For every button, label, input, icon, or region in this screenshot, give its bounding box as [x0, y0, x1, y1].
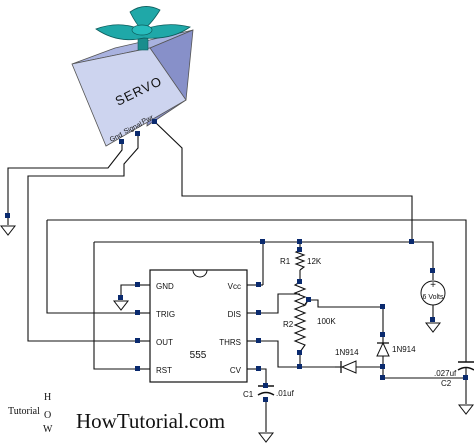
- capacitor-c1: C1 .01uf: [243, 385, 295, 399]
- c2-ref: C2: [441, 379, 452, 388]
- ground-icon: [257, 432, 275, 443]
- ic-555: GND TRIG OUT RST Vcc DIS THRS CV 555: [138, 269, 258, 383]
- battery-plus: +: [430, 280, 436, 291]
- ic-pin-dis: DIS: [228, 310, 241, 319]
- r2-ref: R2: [283, 320, 294, 329]
- logo-tutorial-word: Tutorial: [8, 406, 40, 417]
- site-branding: Tutorial H O W HowTutorial.com: [8, 392, 225, 435]
- ground-icon: [0, 225, 17, 236]
- ic-pin-cv: CV: [230, 366, 242, 375]
- site-url: HowTutorial.com: [76, 409, 225, 433]
- r2-value: 100K: [317, 317, 336, 326]
- potentiometer-r2: R2 100K: [283, 281, 336, 353]
- ic-pin-vcc: Vcc: [228, 282, 241, 291]
- d1-part: 1N914: [335, 348, 359, 357]
- ic-pin-gnd: GND: [156, 282, 174, 291]
- ic-pin-thrs: THRS: [219, 338, 241, 347]
- logo-how-w: W: [43, 424, 53, 435]
- servo-motor: SERVO Gnd Signal Pwr: [71, 6, 194, 147]
- ground-icon: [457, 404, 474, 415]
- ic-name: 555: [190, 350, 207, 361]
- servo-pin-pwr: Pwr: [141, 114, 156, 126]
- junction-nodes: [5, 119, 468, 402]
- c1-ref: C1: [243, 390, 254, 399]
- ground-icon: [424, 322, 442, 333]
- ic-pin-out: OUT: [156, 338, 173, 347]
- c1-value: .01uf: [276, 389, 295, 398]
- diode-d2: 1N914: [376, 335, 416, 357]
- ground-symbols: [0, 225, 474, 443]
- battery: + 6 Volts: [420, 280, 446, 306]
- ic-pin-rst: RST: [156, 366, 172, 375]
- ground-icon: [112, 300, 130, 311]
- servo-horn-icon: [95, 6, 191, 51]
- capacitor-c2: .027uf C2: [434, 361, 474, 388]
- c2-value: .027uf: [434, 369, 457, 378]
- battery-value: 6 Volts: [422, 294, 444, 301]
- servo-front-face: [71, 47, 187, 147]
- resistor-r1: R1 12K: [280, 249, 322, 271]
- logo-how-h: H: [44, 392, 51, 403]
- d2-part: 1N914: [392, 345, 416, 354]
- r1-ref: R1: [280, 257, 291, 266]
- logo-how-o: O: [44, 410, 51, 421]
- r1-value: 12K: [307, 257, 322, 266]
- diode-d1: 1N914: [335, 348, 359, 374]
- ic-pin-trig: TRIG: [156, 310, 175, 319]
